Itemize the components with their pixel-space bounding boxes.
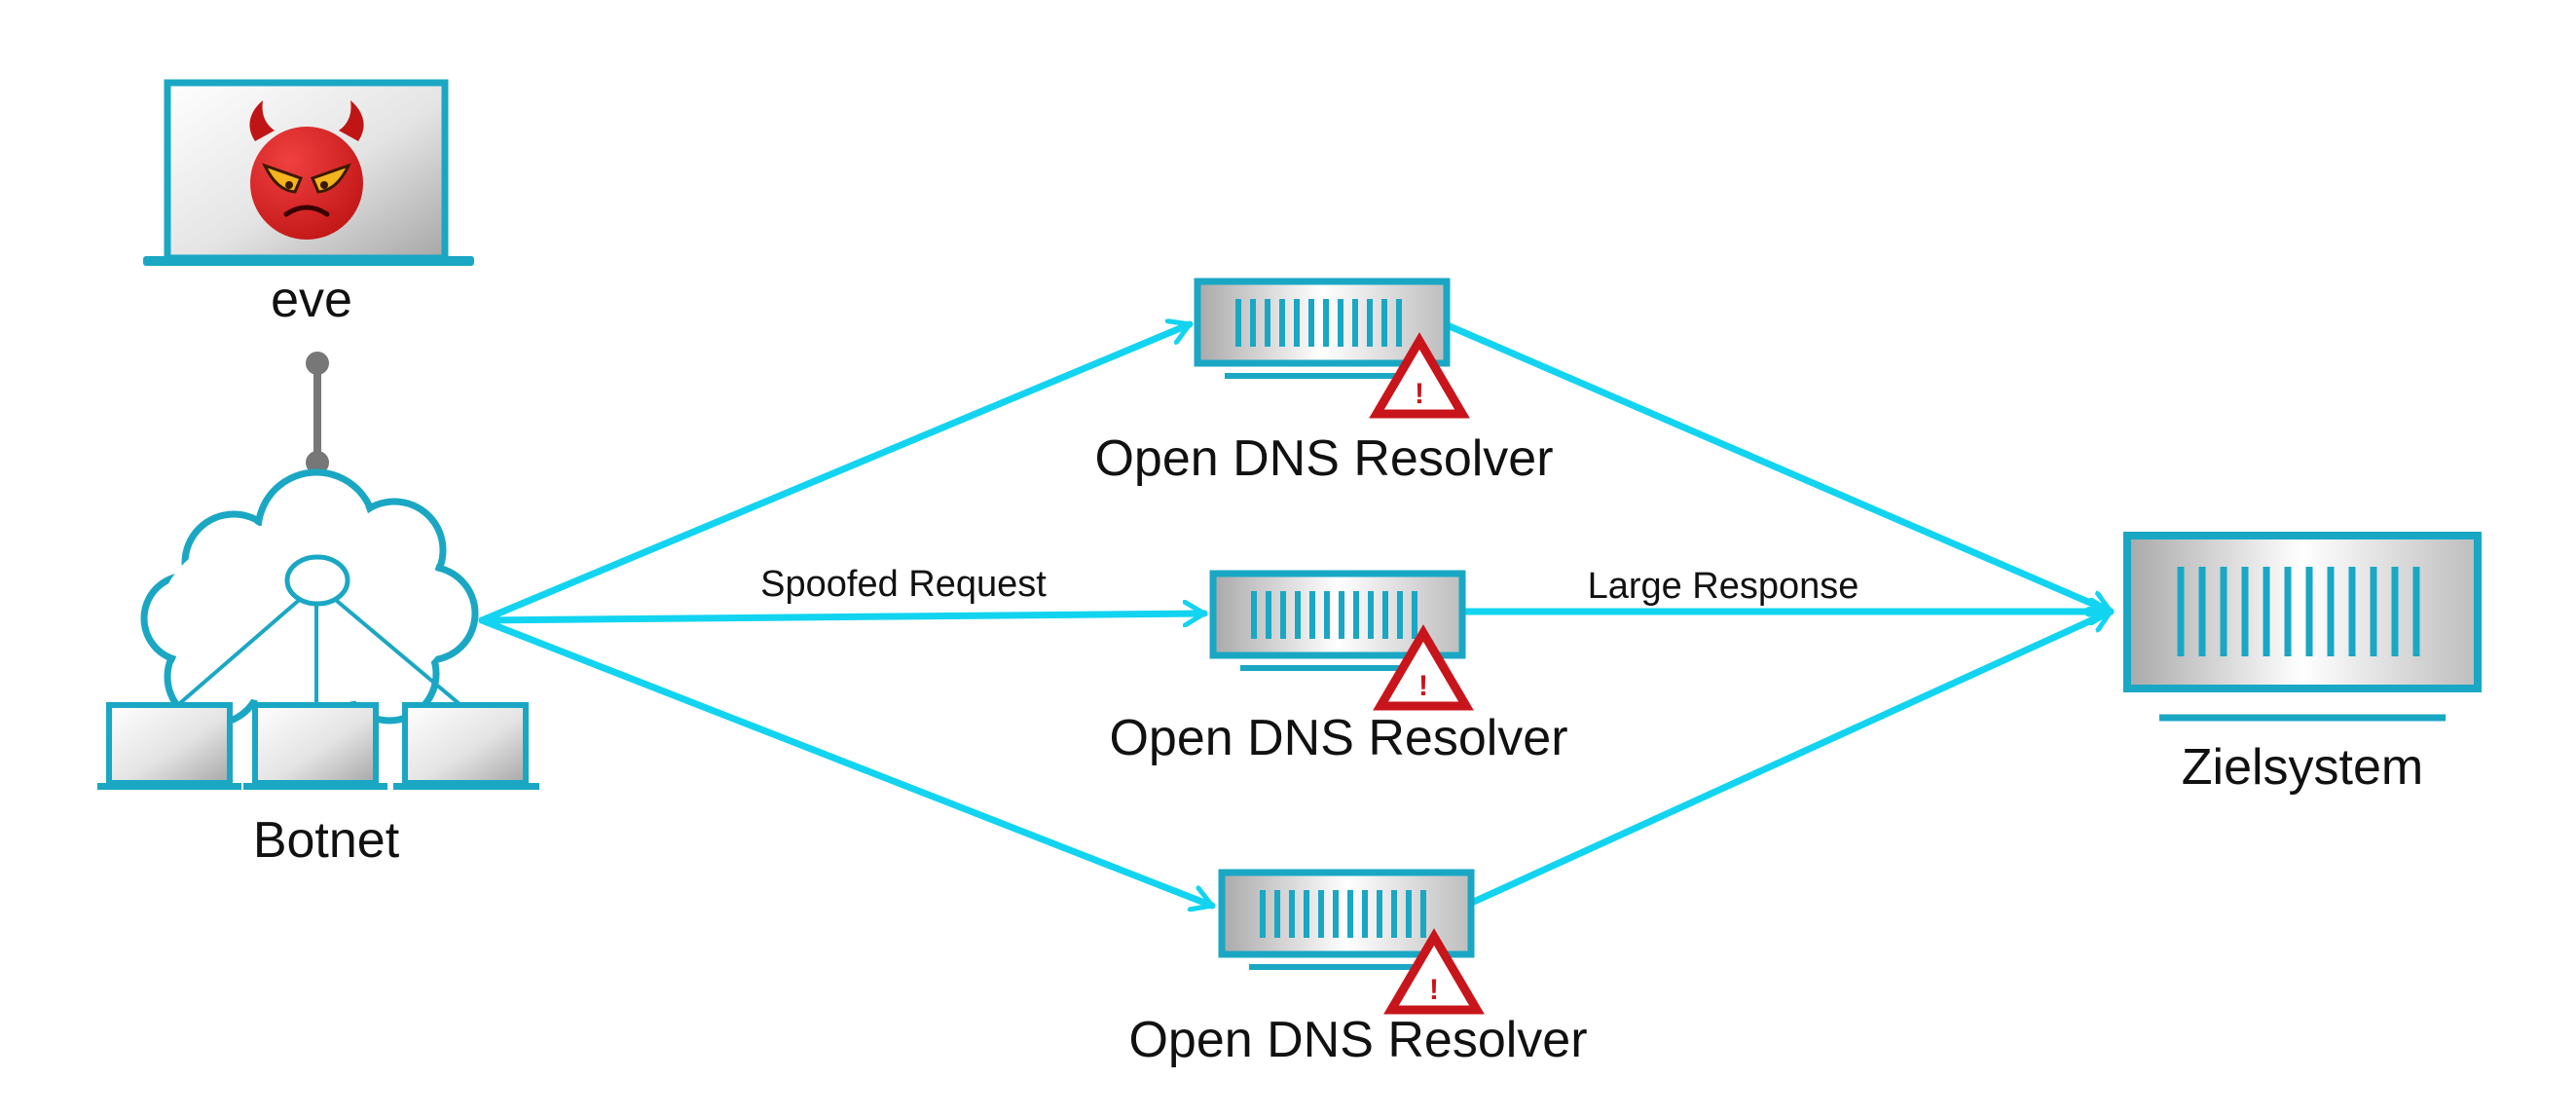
svg-text:!: ! <box>1429 974 1439 1006</box>
response-label: Large Response <box>1588 566 1859 607</box>
request-arrow-top <box>478 324 1194 624</box>
warning-icon: ! <box>1369 332 1470 419</box>
target-server <box>2123 532 2482 722</box>
request-label: Spoofed Request <box>760 564 1047 605</box>
eve-label: eve <box>271 272 352 328</box>
eve-laptop <box>143 79 474 266</box>
resolver-mid-label: Open DNS Resolver <box>1109 710 1567 766</box>
request-arrow-bottom <box>478 616 1216 906</box>
target-label: Zielsystem <box>2182 739 2423 796</box>
response-arrow-bottom <box>1461 612 2115 910</box>
server-icon <box>1194 278 1451 379</box>
devil-face-icon <box>249 100 364 240</box>
botnet-label: Botnet <box>253 812 400 869</box>
cloud-network-icon <box>140 468 479 746</box>
svg-text:!: ! <box>1415 378 1424 410</box>
warning-icon: ! <box>1373 624 1474 711</box>
arrows <box>478 319 2115 910</box>
warning-icon: ! <box>1383 928 1485 1015</box>
eve-laptop-base <box>143 256 474 266</box>
botnet-laptop-icon <box>243 702 387 790</box>
server-icon <box>2123 532 2482 722</box>
botnet-laptops <box>97 702 539 790</box>
resolver-mid: ! <box>1209 570 1474 711</box>
request-arrow-mid <box>478 614 1208 620</box>
resolver-bottom-label: Open DNS Resolver <box>1128 1012 1587 1068</box>
eve-botnet-connector <box>306 352 329 474</box>
botnet-laptop-icon <box>393 702 539 790</box>
resolver-bottom: ! <box>1218 869 1485 1015</box>
botnet-laptop-icon <box>97 702 241 790</box>
resolver-top: ! <box>1194 278 1470 419</box>
resolver-top-label: Open DNS Resolver <box>1094 430 1553 487</box>
response-arrow-top <box>1439 319 2115 612</box>
svg-text:!: ! <box>1418 670 1428 702</box>
